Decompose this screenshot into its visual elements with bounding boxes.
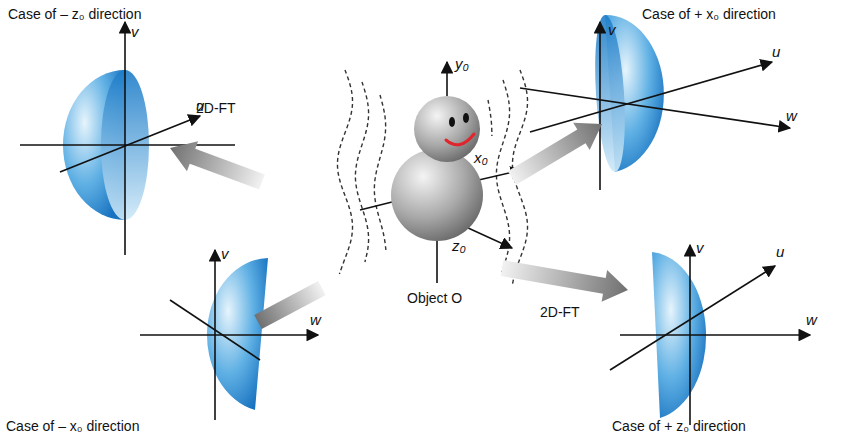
axis-label: y₀ xyxy=(455,56,469,72)
axis-label: w xyxy=(786,108,797,124)
axis-line xyxy=(140,334,318,336)
axis-line xyxy=(436,240,438,283)
wave-line xyxy=(337,70,352,274)
caption-label: Case of + x₀ direction xyxy=(642,6,776,22)
axis-label: x₀ xyxy=(474,150,488,166)
axis-label: z₀ xyxy=(452,238,466,254)
transform-arrow xyxy=(254,281,326,329)
axis-label: w xyxy=(310,312,321,328)
wave-line xyxy=(374,95,386,251)
axis-line xyxy=(446,62,448,96)
axis-line xyxy=(60,116,200,172)
axis-label: v xyxy=(221,246,229,262)
axis-label: v xyxy=(131,24,139,40)
axis-line xyxy=(360,202,392,210)
axis-line xyxy=(610,266,775,370)
snowman-body xyxy=(391,149,483,241)
caption-label: Case of – z₀ direction xyxy=(8,6,141,22)
transform-arrow xyxy=(504,110,610,191)
snowman-eye xyxy=(463,113,469,123)
snowman-head xyxy=(414,96,480,162)
caption-label: Case of + z₀ direction xyxy=(612,418,746,434)
axis-line xyxy=(620,334,810,336)
hemisphere-face xyxy=(591,14,629,173)
axis-label: v xyxy=(608,22,616,38)
axis-label: u xyxy=(772,44,780,60)
axis-label: u xyxy=(196,98,204,114)
axis-label: u xyxy=(776,244,784,260)
axis-label: w xyxy=(806,312,817,328)
axis-line xyxy=(520,88,790,128)
wave-line xyxy=(488,100,492,136)
transform-arrow xyxy=(499,252,631,306)
caption-label: Case of – x₀ direction xyxy=(6,418,139,434)
axis-line xyxy=(124,22,126,255)
axis-line xyxy=(599,22,601,190)
wave-line xyxy=(355,82,368,262)
caption-label: Object O xyxy=(407,290,462,306)
snowman-eye xyxy=(449,117,455,127)
axis-line xyxy=(170,300,260,360)
axis-line xyxy=(530,62,772,132)
transform-arrow xyxy=(164,133,267,197)
hemisphere xyxy=(207,258,268,410)
axis-label: v xyxy=(696,240,704,256)
snowman-smile xyxy=(446,134,474,145)
caption-label: 2D-FT xyxy=(540,304,580,320)
